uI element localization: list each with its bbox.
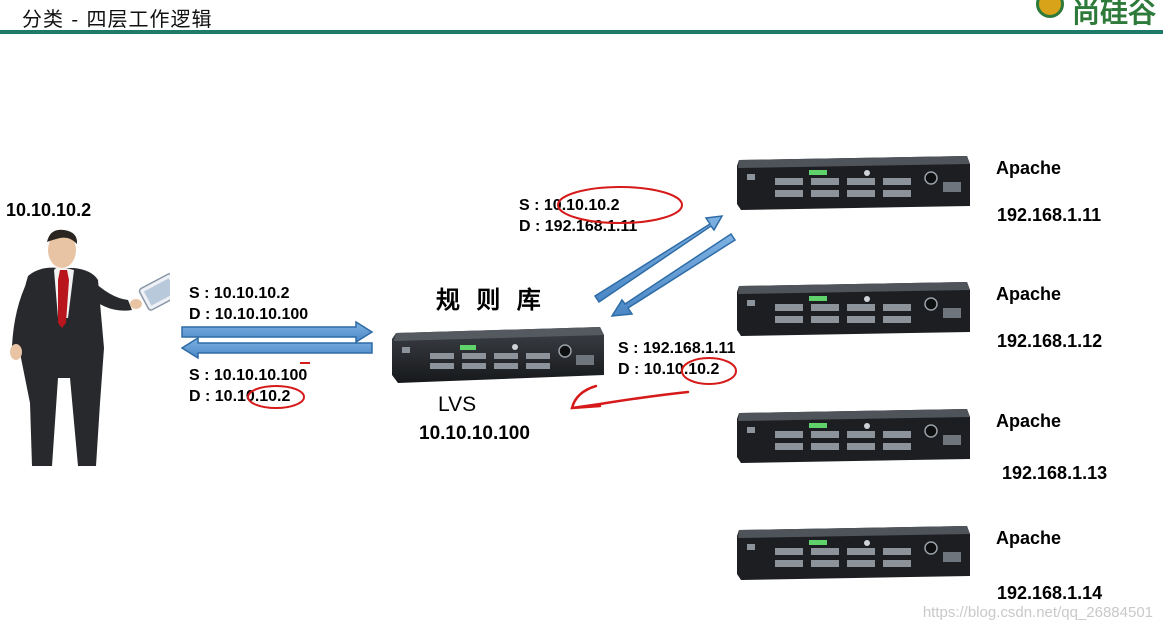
logo-emblem-icon [1036, 0, 1064, 18]
request-packet-dst: D : 10.10.10.100 [189, 306, 309, 323]
client-person-icon [10, 229, 170, 466]
forward-arrow-icon [593, 215, 724, 304]
highlight-return-dst-circle [681, 357, 737, 385]
return-packet-dst: D : 10.10.10.2 [618, 361, 720, 378]
response-packet-src: S : 10.10.10.100 [189, 367, 308, 384]
apache-server-icon [737, 282, 970, 336]
server-name: Apache [996, 411, 1062, 431]
forward-packet-src: S : 10.10.10.2 [519, 197, 620, 214]
highlight-response-dst-circle [247, 385, 305, 409]
client-ip: 10.10.10.2 [6, 200, 92, 220]
slide-title: 分类 - 四层工作逻辑 [22, 7, 213, 31]
return-arrow-icon [610, 232, 737, 317]
server-ip: 192.168.1.14 [997, 583, 1103, 603]
slide-header [0, 0, 1163, 34]
server-ip: 192.168.1.12 [997, 331, 1103, 351]
brand-logo: 尚硅谷 [1032, 0, 1163, 30]
highlight-forward-src-circle [557, 186, 683, 224]
watermark: https://blog.csdn.net/qq_26884501 [922, 604, 1153, 621]
server-name: Apache [996, 284, 1062, 304]
lvs-ip: 10.10.10.100 [419, 423, 530, 444]
logo-text: 尚硅谷 [1072, 0, 1157, 29]
apache-server-icon [737, 526, 970, 580]
lvs-server-icon [392, 327, 604, 383]
request-packet-src: S : 10.10.10.2 [189, 285, 290, 302]
server-ip: 192.168.1.13 [1002, 463, 1108, 483]
lvs-name: LVS [438, 393, 477, 416]
apache-server-icon [737, 156, 970, 210]
response-packet-dst: D : 10.10.10.2 [189, 388, 291, 405]
server-name: Apache [996, 158, 1062, 178]
rules-library-label: 规 则 库 [436, 285, 545, 314]
server-ip: 192.168.1.11 [997, 205, 1102, 225]
server-name: Apache [996, 528, 1062, 548]
apache-server-icon [737, 409, 970, 463]
return-packet-src: S : 192.168.1.11 [618, 340, 736, 357]
header-divider [0, 30, 1163, 34]
return-direction-sketch-icon [570, 384, 690, 410]
request-arrow-icon [181, 320, 374, 344]
response-arrow-icon [180, 336, 373, 360]
